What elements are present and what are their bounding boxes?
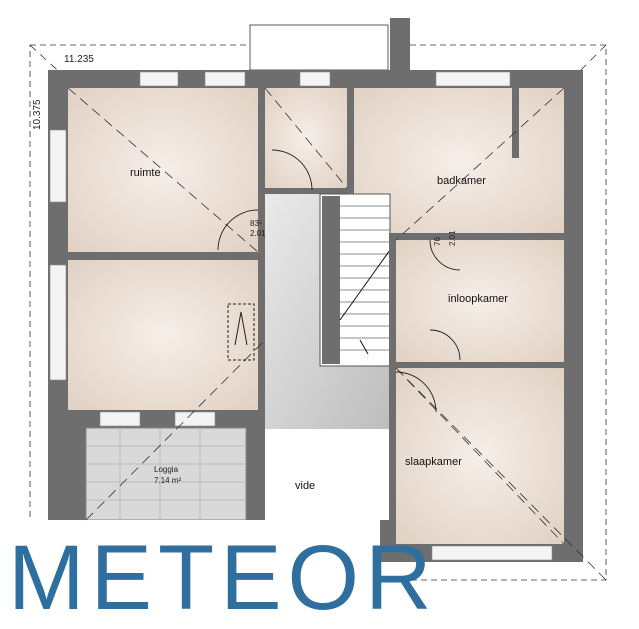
label-ruimte: ruimte [130, 167, 161, 179]
door1-width: 83⁵ [250, 219, 262, 228]
label-loggia-area: 7.14 m² [154, 476, 181, 485]
label-slaapkamer: slaapkamer [405, 456, 462, 468]
door2-height: 2.01 [448, 230, 457, 246]
label-loggia: Loggia [154, 465, 179, 474]
loggia [85, 427, 247, 521]
dim-height: 10.375 [32, 99, 43, 130]
roof-window [227, 303, 255, 361]
door1-height: 2.01 [250, 229, 266, 238]
vide-area [265, 429, 389, 520]
label-badkamer: badkamer [437, 175, 486, 187]
label-inloopkamer: inloopkamer [448, 293, 508, 305]
room-left-bottom [68, 260, 258, 410]
room-inloopkamer [396, 240, 564, 362]
chimney [390, 18, 410, 70]
door2-width: 76 [433, 237, 442, 246]
staircase [319, 193, 391, 367]
dim-width: 11.235 [64, 54, 94, 65]
brand-logo: METEOR [8, 527, 438, 629]
label-vide: vide [295, 480, 315, 492]
roof-outline [29, 44, 607, 581]
